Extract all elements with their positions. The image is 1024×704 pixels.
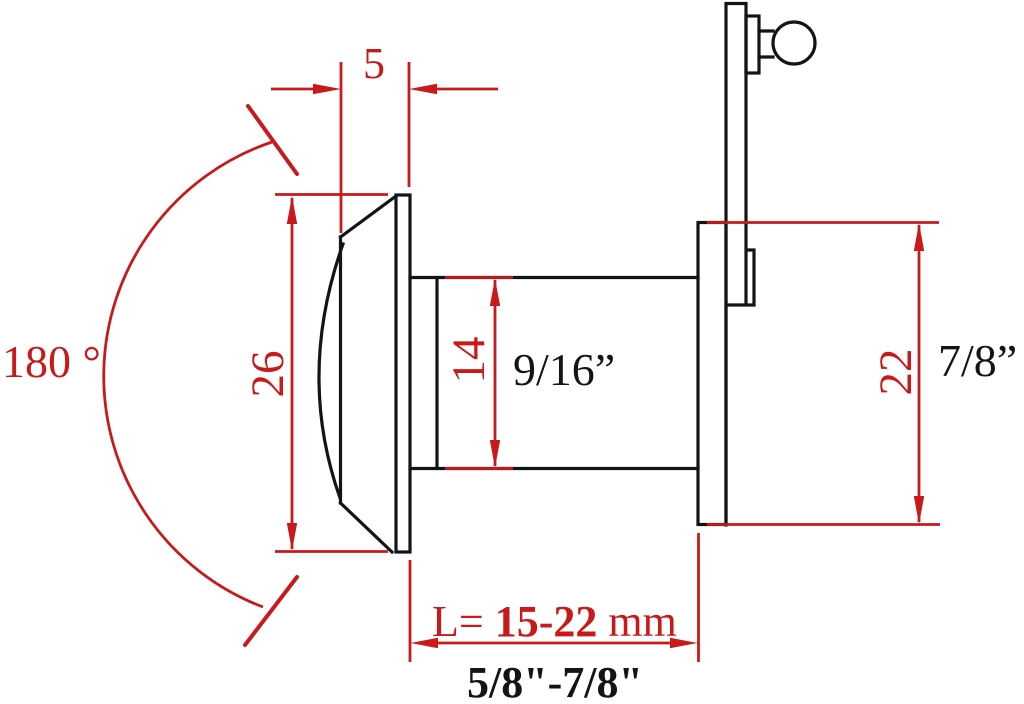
- flange-ext-lines: [339, 62, 411, 233]
- flange-arrow-right: [409, 83, 437, 95]
- barrel-od-inches-label: 9/16”: [513, 344, 615, 395]
- fov-arc: [102, 140, 273, 609]
- knob-neck: [757, 29, 775, 59]
- door-thickness-prefix: L=: [432, 597, 495, 646]
- dimension-barrel: 14: [443, 276, 513, 470]
- door-thickness-arrow-right: [670, 637, 698, 649]
- flange-depth-label: 5: [363, 39, 385, 88]
- fov-tick-bottom: [243, 575, 299, 647]
- viewing-angle-label: 180 °: [2, 336, 101, 387]
- lens-housing-arrow-down: [286, 523, 298, 551]
- lens-housing-arrow-up: [286, 196, 298, 224]
- barrel-tick-lines: [445, 276, 513, 470]
- door-thickness-label: L= 15-22 mm: [432, 597, 677, 646]
- door-thickness-ext-lines: [408, 533, 700, 662]
- sleeve-od-inches-label: 7/8”: [938, 335, 1017, 386]
- dimension-annotations: 180 ° 5 26 14 9/16”: [2, 39, 1017, 704]
- sleeve-od-mm-label: 22: [870, 349, 922, 396]
- fov-tick-top: [246, 104, 299, 176]
- barrel-arrow-down: [489, 440, 501, 468]
- door-thickness-arrow-left: [410, 637, 438, 649]
- sleeve-arrow-down: [913, 496, 925, 524]
- lens-housing-od-label: 26: [242, 351, 294, 398]
- lens-curve: [317, 241, 346, 501]
- knob-bracket: [744, 14, 761, 75]
- dimension-sleeve: 22: [707, 221, 940, 526]
- door-thickness-unit: mm: [597, 597, 676, 646]
- lens-housing-cone: [338, 193, 399, 555]
- lens-housing-ext-lines: [275, 193, 388, 553]
- sleeve-arrow-up: [913, 223, 925, 251]
- flange-arrow-left: [313, 83, 341, 95]
- dimension-lens-housing: 26: [242, 193, 388, 553]
- lens-flange-plate: [394, 193, 412, 554]
- knob-ball: [771, 20, 817, 66]
- device-outline: [317, 1, 817, 555]
- dimension-flange-depth: 5: [271, 39, 498, 233]
- dimension-door-thickness: L= 15-22 mm: [408, 533, 700, 662]
- sleeve-ext-lines: [707, 221, 940, 526]
- barrel-od-mm-label: 14: [443, 337, 495, 384]
- eyepiece-plate: [724, 1, 756, 527]
- outer-sleeve: [696, 220, 728, 527]
- door-thickness-inches-label: 5/8"-7/8": [467, 658, 643, 704]
- barrel-arrow-up: [489, 278, 501, 306]
- door-thickness-value: 15-22: [495, 597, 598, 646]
